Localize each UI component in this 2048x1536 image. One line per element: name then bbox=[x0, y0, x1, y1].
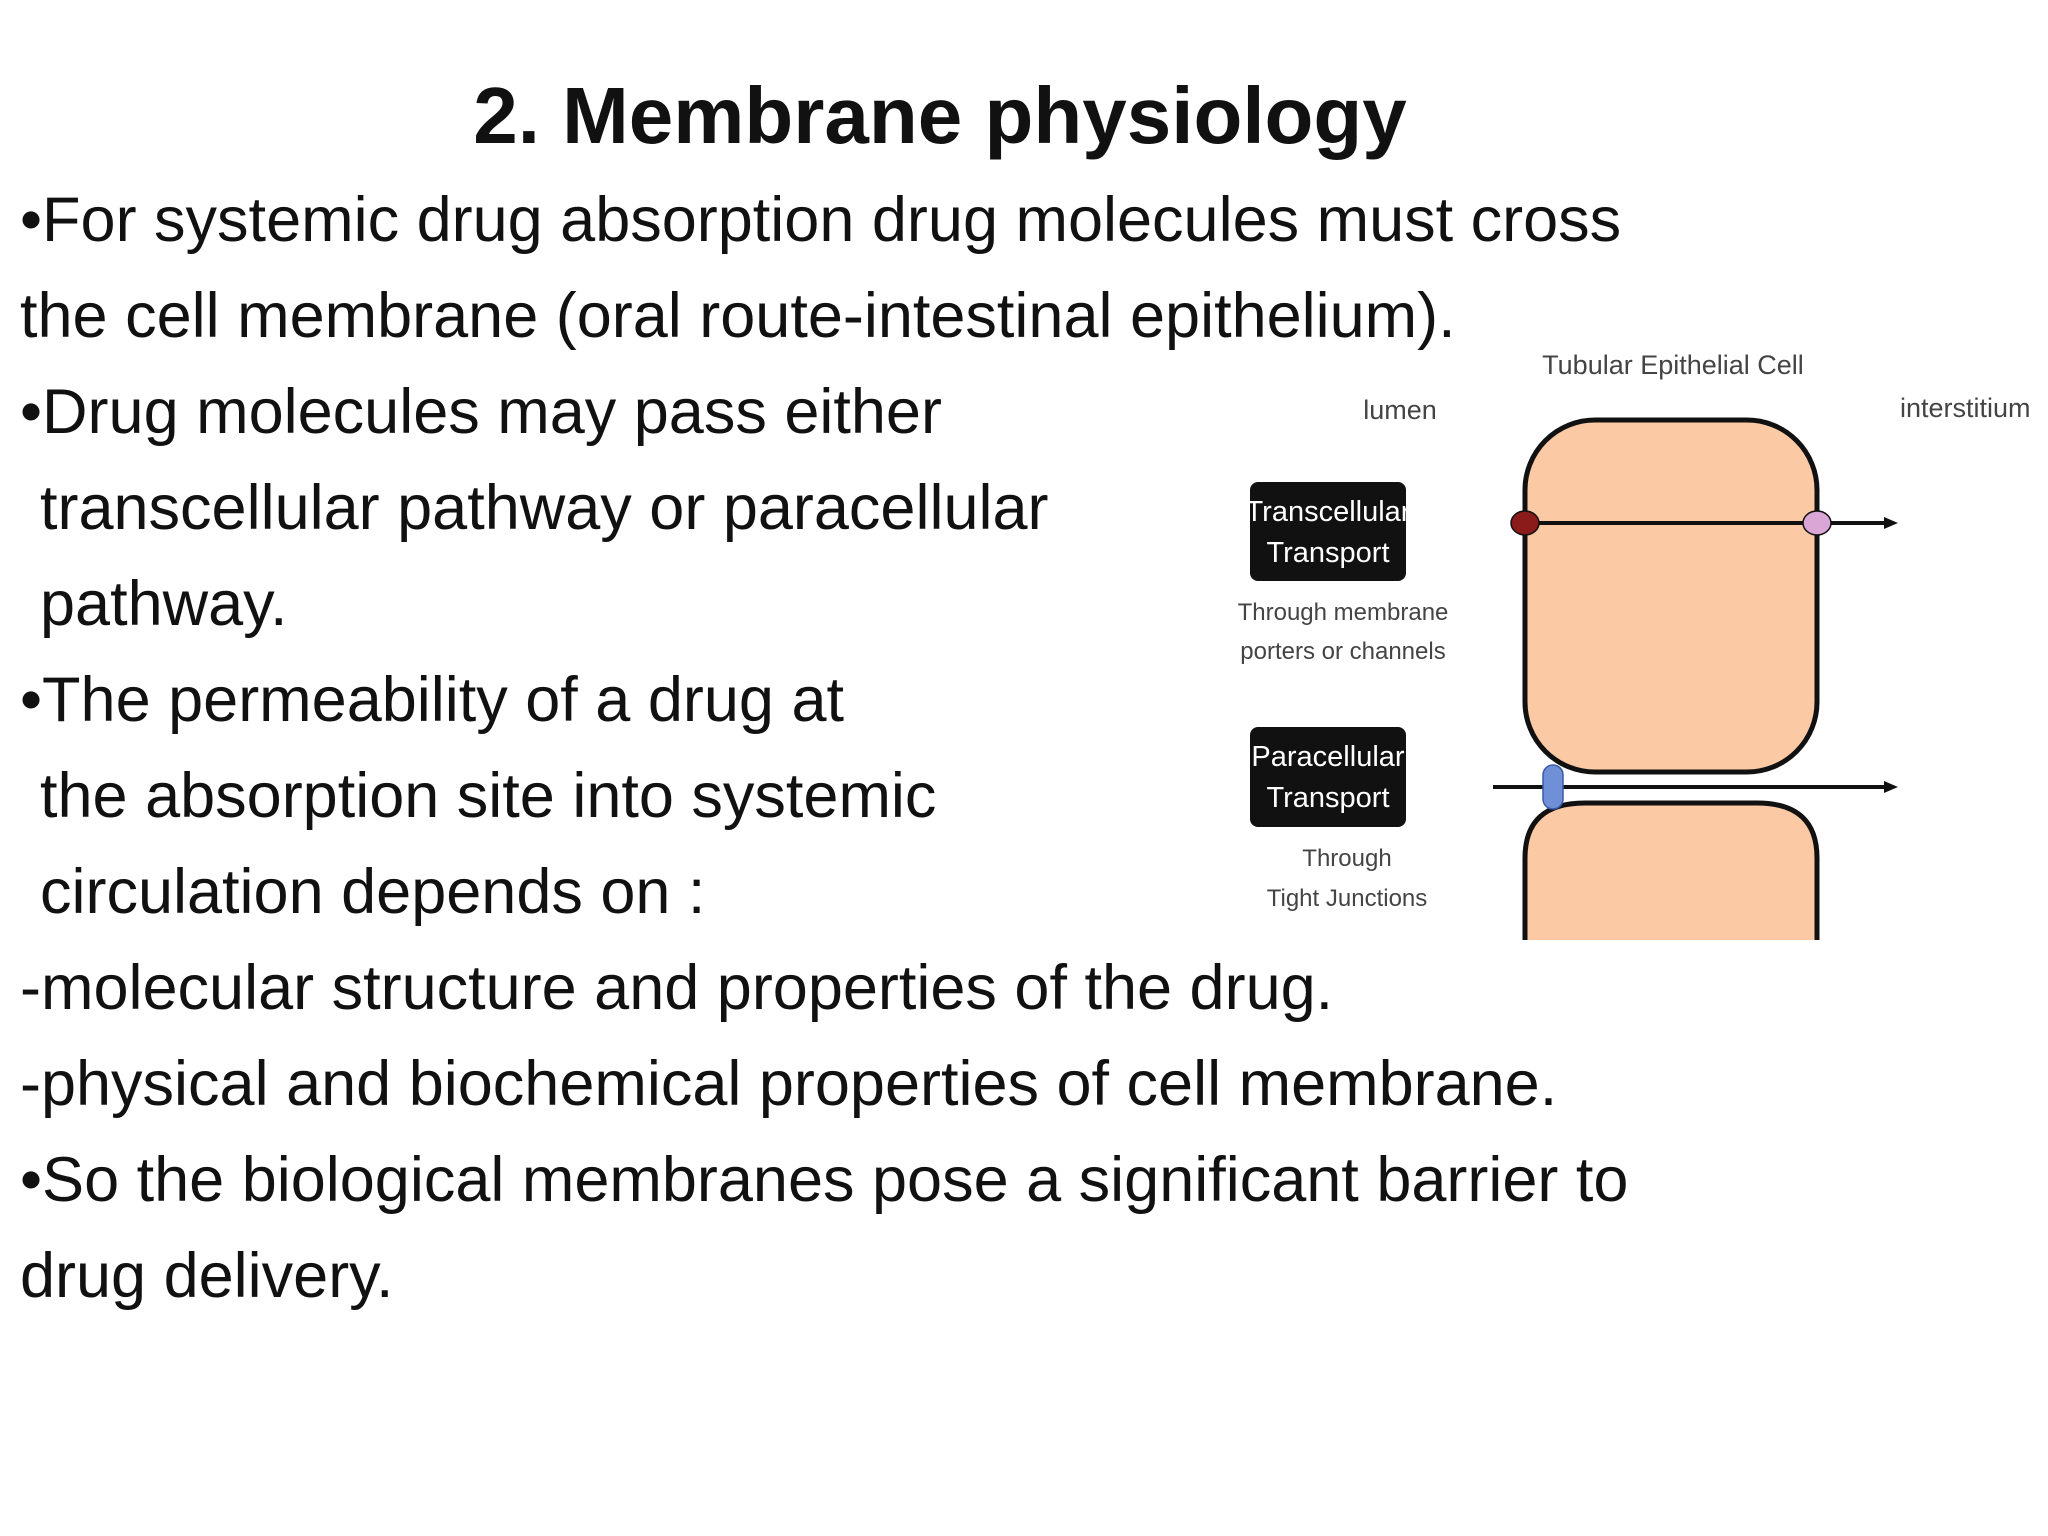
transcellular-desc-line1: Through membrane bbox=[1238, 599, 1449, 626]
lumen-label: lumen bbox=[1363, 395, 1437, 425]
body-line-1: •For systemic drug absorption drug molec… bbox=[20, 185, 1622, 255]
body-line-9: -molecular structure and properties of t… bbox=[20, 953, 1334, 1023]
slide-title: 2. Membrane physiology bbox=[473, 71, 1407, 160]
body-line-5: pathway. bbox=[40, 569, 288, 639]
paracellular-title-line1: Paracellular bbox=[1251, 741, 1404, 773]
upper-epithelial-cell bbox=[1522, 417, 1820, 775]
paracellular-label-box bbox=[1250, 727, 1406, 827]
body-line-2: the cell membrane (oral route-intestinal… bbox=[20, 281, 1456, 351]
body-line-10: -physical and biochemical properties of … bbox=[20, 1049, 1558, 1119]
transcellular-title-line2: Transport bbox=[1266, 537, 1389, 569]
body-line-3: •Drug molecules may pass either bbox=[20, 377, 942, 447]
body-line-7: the absorption site into systemic bbox=[40, 761, 937, 831]
interstitium-label: interstitium bbox=[1900, 393, 2031, 423]
cell-label: Tubular Epithelial Cell bbox=[1542, 350, 1804, 380]
lower-epithelial-cell bbox=[1522, 800, 1820, 940]
tight-junction-icon bbox=[1542, 764, 1564, 810]
body-line-11: •So the biological membranes pose a sign… bbox=[20, 1145, 1629, 1215]
body-line-12: drug delivery. bbox=[20, 1241, 394, 1311]
paracellular-title-line2: Transport bbox=[1266, 782, 1389, 814]
transcellular-desc-line2: porters or channels bbox=[1240, 638, 1445, 665]
paracellular-desc-line1: Through bbox=[1302, 845, 1391, 872]
transport-diagram-svg: Tubular Epithelial Cell lumen interstiti… bbox=[1238, 350, 2031, 940]
transport-diagram: Tubular Epithelial Cell lumen interstiti… bbox=[1210, 345, 2048, 940]
transcellular-label-box bbox=[1250, 482, 1406, 581]
body-line-4: transcellular pathway or paracellular bbox=[40, 473, 1049, 543]
entry-porter-icon bbox=[1510, 510, 1540, 536]
transcellular-title-line1: Transcellular bbox=[1246, 496, 1411, 528]
body-line-6: •The permeability of a drug at bbox=[20, 665, 844, 735]
exit-porter-icon bbox=[1802, 510, 1832, 536]
body-line-8: circulation depends on : bbox=[40, 857, 706, 927]
paracellular-desc-line2: Tight Junctions bbox=[1267, 885, 1428, 912]
